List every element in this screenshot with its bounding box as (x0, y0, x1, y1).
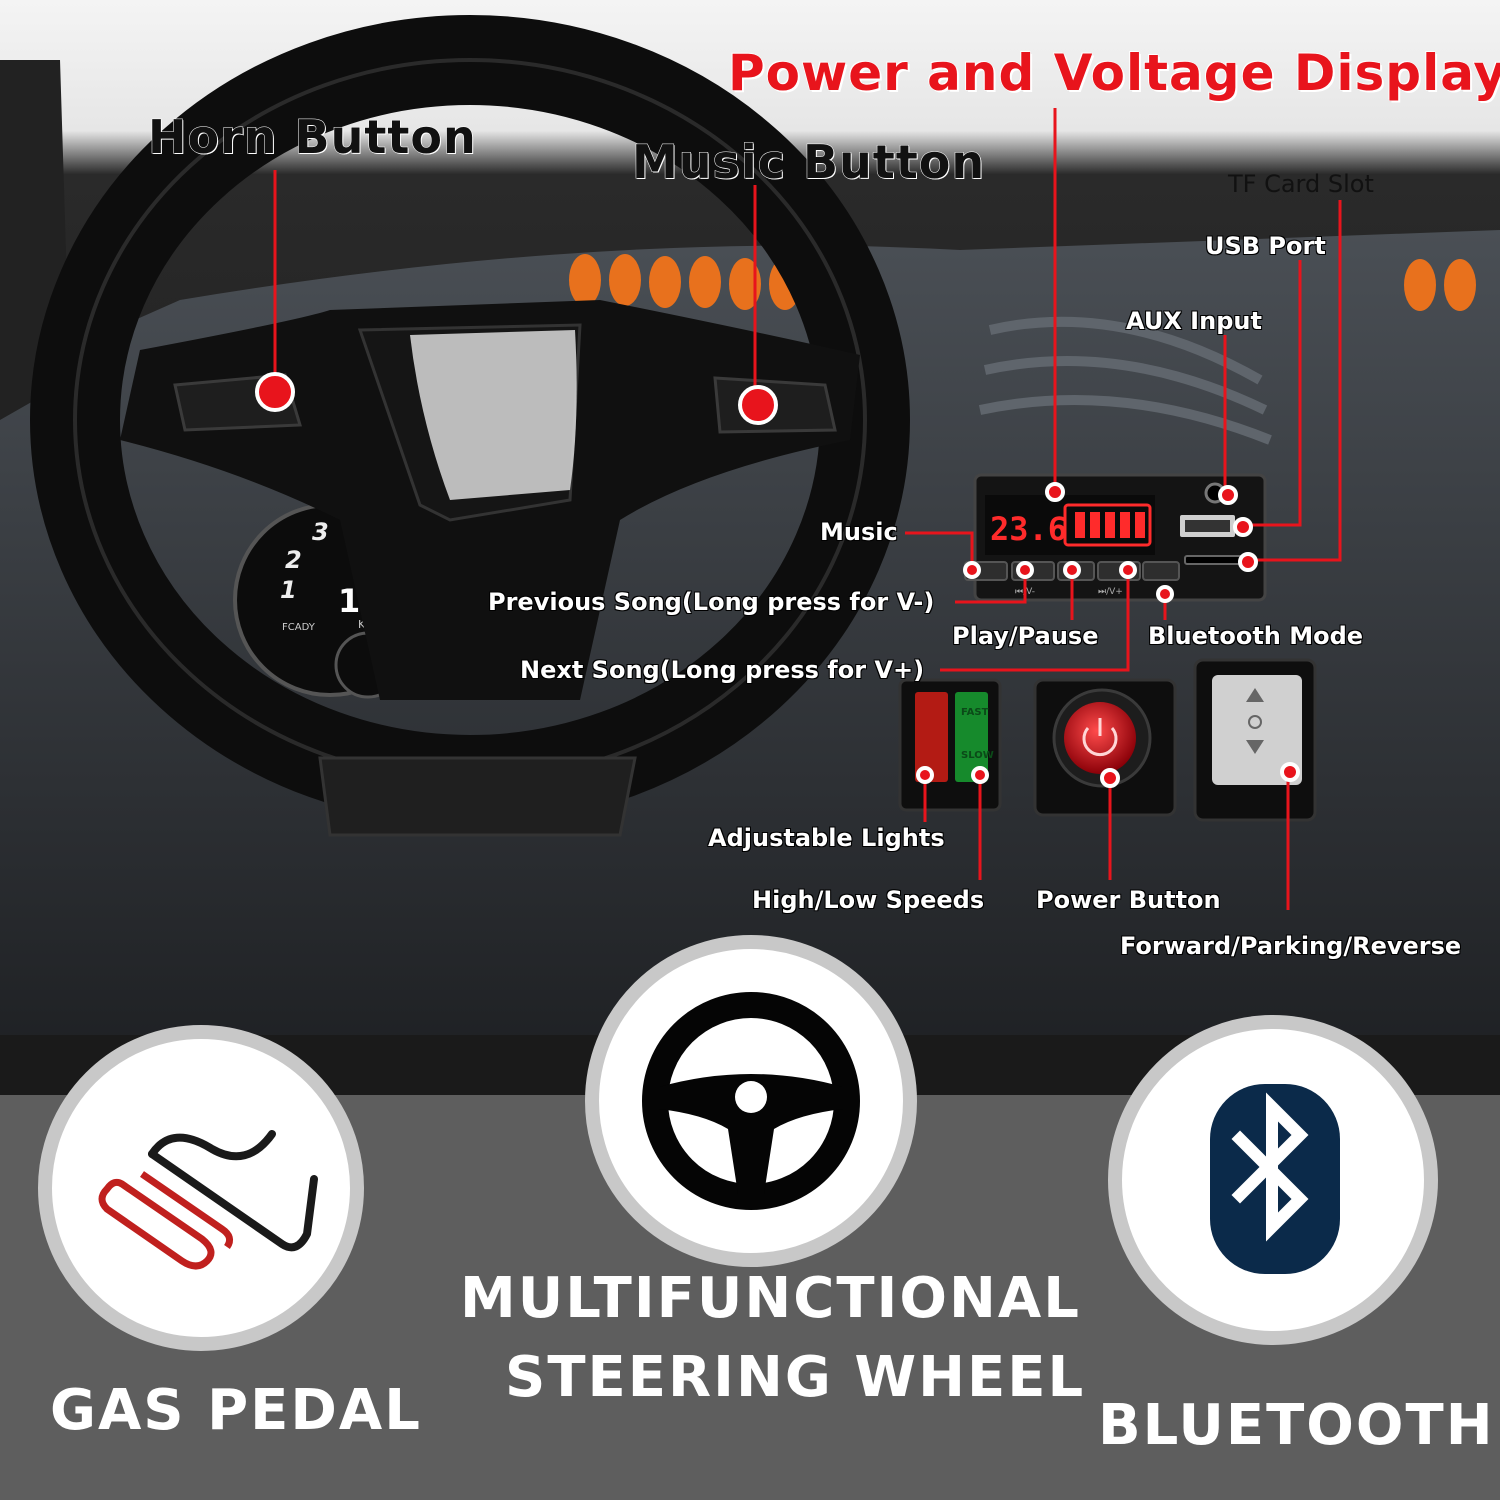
music-button-label: Music Button (631, 135, 986, 190)
steering-wheel-icon (642, 992, 860, 1210)
previous-song-label: Previous Song(Long press for V-) (487, 587, 935, 616)
voltage-readout: 23.6 (990, 510, 1067, 548)
music-label: Music (819, 517, 898, 546)
bluetooth-badge (1108, 1015, 1438, 1345)
switch-panel: FAST SLOW (898, 658, 1317, 822)
bluetooth-caption: BLUETOOTH (1098, 1393, 1495, 1458)
power-button-label: Power Button (1035, 885, 1221, 914)
callout-lines (273, 108, 1342, 910)
panel-next-label: ⏭/V+ (1098, 587, 1123, 597)
bluetooth-icon (1210, 1084, 1340, 1274)
forward-parking-reverse-label: Forward/Parking/Reverse (1119, 931, 1462, 960)
gas-pedal-badge (38, 1025, 364, 1351)
tf-card-slot-label: TF Card Slot (1228, 170, 1374, 198)
power-voltage-display-label: Power and Voltage Display (727, 44, 1500, 103)
steering-wheel-badge (585, 935, 917, 1267)
bluetooth-mode-label: Bluetooth Mode (1147, 621, 1364, 650)
speed-switch-slow: SLOW (961, 750, 994, 761)
svg-text:2: 2 (285, 546, 302, 574)
wheel-center-screen (410, 330, 577, 500)
media-control-panel: 23.6 ⏮/V- ⏭/V+ (964, 473, 1267, 602)
horn-button-label: Horn Button (148, 110, 477, 165)
gas-pedal-caption: GAS PEDAL (50, 1378, 422, 1443)
usb-port-label: USB Port (1204, 231, 1326, 260)
svg-text:3: 3 (312, 518, 329, 546)
play-pause-label: Play/Pause (951, 621, 1099, 650)
gas-pedal-icon (98, 1130, 318, 1270)
steering-wheel-caption-line2: STEERING WHEEL (505, 1345, 1086, 1410)
brand-mark: FCADY (282, 622, 316, 633)
adjustable-lights-label: Adjustable Lights (707, 823, 945, 852)
svg-text:1: 1 (280, 576, 297, 604)
high-low-speeds-label: High/Low Speeds (751, 885, 985, 914)
aux-input-label: AUX Input (1125, 306, 1262, 335)
speed-switch-fast: FAST (961, 707, 989, 718)
next-song-label: Next Song(Long press for V+) (519, 655, 925, 684)
callout-dots (255, 372, 1300, 788)
steering-wheel-caption-line1: MULTIFUNCTIONAL (460, 1266, 1081, 1331)
